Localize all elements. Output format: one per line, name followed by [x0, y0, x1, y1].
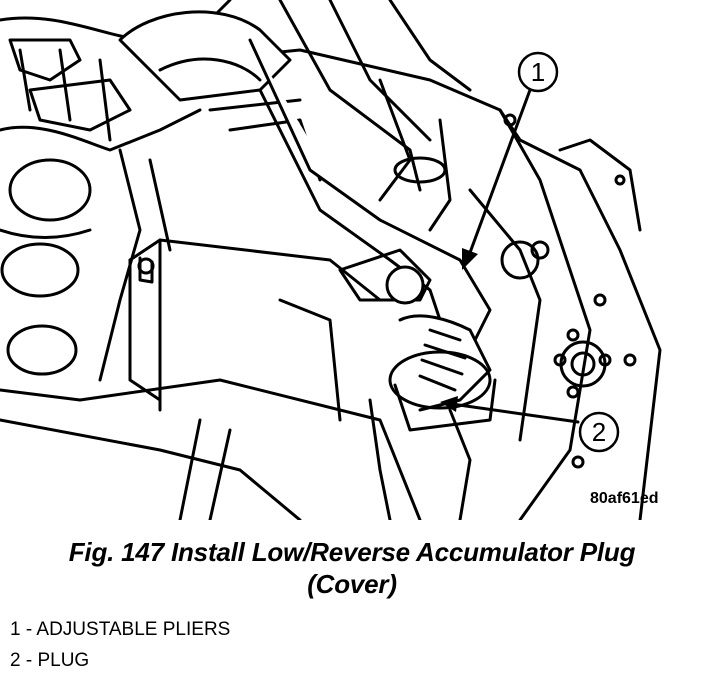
figure-caption: Fig. 147 Install Low/Reverse Accumulator… — [0, 536, 704, 600]
leader-lines — [440, 88, 580, 424]
transmission-case — [198, 48, 662, 520]
adjustable-pliers-drawing — [118, 0, 497, 432]
figure-code: 80af61ed — [590, 490, 659, 507]
accumulator-housing — [0, 238, 472, 520]
callout-1-label: 1 — [531, 57, 545, 87]
callout-2: 2 — [578, 411, 620, 453]
technical-illustration: 1 2 — [0, 0, 662, 520]
legend-item-1: 1 - ADJUSTABLE PLIERS — [10, 619, 231, 640]
figure-caption-line-1: Fig. 147 Install Low/Reverse Accumulator… — [68, 537, 636, 567]
legend-item-2: 2 - PLUG — [10, 650, 90, 671]
figure-caption-line-2: (Cover) — [307, 569, 397, 599]
callout-2-label: 2 — [592, 417, 606, 447]
callout-1: 1 — [517, 51, 559, 93]
legend: 1 - ADJUSTABLE PLIERS 2 - PLUG — [10, 614, 230, 676]
